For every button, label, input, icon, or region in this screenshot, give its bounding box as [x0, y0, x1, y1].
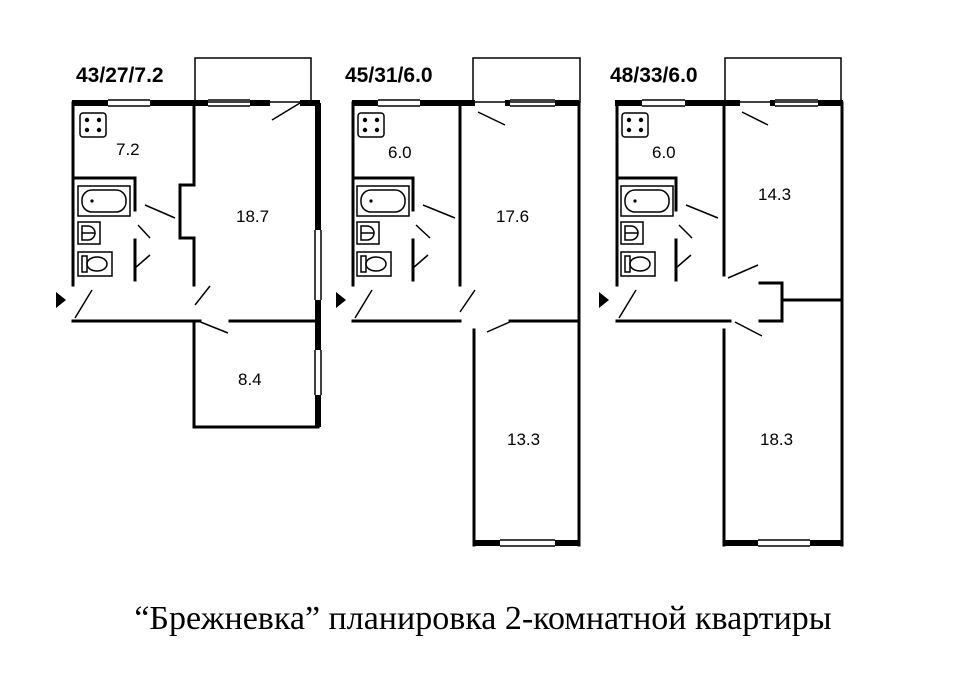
- plan-1-living-area: 18.7: [236, 207, 269, 226]
- plan-1-kitchen-area: 7.2: [116, 140, 140, 159]
- plan-2-toilet-icon: [356, 251, 392, 277]
- plan-3-lower-room-area: 18.3: [760, 430, 793, 449]
- plan-2-label: 45/31/6.0: [345, 64, 433, 87]
- plan-2-bedroom-area: 13.3: [507, 430, 540, 449]
- plan-2-kitchen-area: 6.0: [388, 143, 412, 162]
- plan-3-toilet-icon: [620, 251, 656, 277]
- plan-3-stove-icon: [621, 112, 649, 138]
- caption: “Брежневка” планировка 2-комнатной кварт…: [134, 600, 832, 637]
- plan-3-kitchen-area: 6.0: [652, 143, 676, 162]
- plan-2-sink-icon: [356, 221, 380, 245]
- plan-3-upper-room-area: 14.3: [758, 185, 791, 204]
- plan-1-toilet-icon: [77, 251, 113, 277]
- plan-3-entrance-arrow-icon: [599, 292, 609, 308]
- plan-3-label: 48/33/6.0: [610, 64, 698, 87]
- plan-1-bathtub-icon: [77, 185, 131, 217]
- plan-1: 43/27/7.2: [56, 57, 322, 429]
- plan-1-balcony: [194, 57, 312, 103]
- plan-2-living-area: 17.6: [496, 207, 529, 226]
- plan-1-sink-icon: [77, 221, 101, 245]
- plan-1-stove-icon: [79, 112, 107, 138]
- plan-2-stove-icon: [357, 112, 385, 138]
- plan-3-sink-icon: [620, 221, 644, 245]
- plan-1-entrance-arrow-icon: [56, 292, 66, 308]
- plan-3: 48/33/6.0: [599, 57, 844, 547]
- plan-2: 45/31/6.0: [336, 57, 581, 547]
- plan-1-label: 43/27/7.2: [76, 64, 164, 87]
- plan-2-balcony: [472, 57, 581, 103]
- plan-2-entrance-arrow-icon: [336, 292, 346, 308]
- plan-2-bathtub-icon: [356, 185, 410, 217]
- plan-1-bedroom-area: 8.4: [238, 370, 262, 389]
- plan-3-balcony: [724, 57, 842, 103]
- plan-3-bathtub-icon: [620, 185, 674, 217]
